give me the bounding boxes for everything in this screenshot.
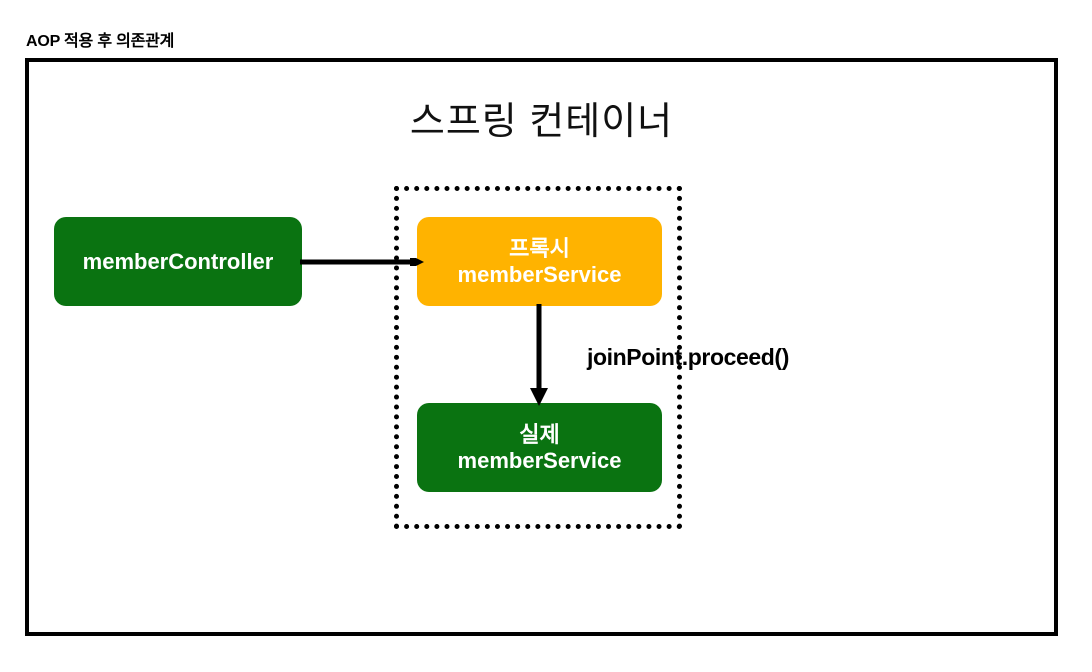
node-proxy-member-service-line2: memberService [457,261,622,287]
node-member-controller: memberController [54,217,302,306]
node-real-member-service-line1: 실제 [519,421,560,447]
node-real-member-service: 실제 memberService [417,403,662,492]
proxy-boundary-box [394,186,682,529]
node-real-member-service-line2: memberService [457,447,622,473]
node-proxy-member-service-line1: 프록시 [509,235,570,261]
diagram-frame: 스프링 컨테이너 memberController 프록시 memberServ… [25,58,1058,636]
arrow-proxy-to-real-service [530,304,548,406]
diagram-caption: AOP 적용 후 의존관계 [26,33,175,50]
node-proxy-member-service: 프록시 memberService [417,217,662,306]
spring-container-title: 스프링 컨테이너 [409,101,674,143]
edge-label-joinpoint-proceed: joinPoint.proceed() [587,344,789,370]
arrow-controller-to-proxy [300,258,424,266]
node-member-controller-label: memberController [82,248,274,274]
